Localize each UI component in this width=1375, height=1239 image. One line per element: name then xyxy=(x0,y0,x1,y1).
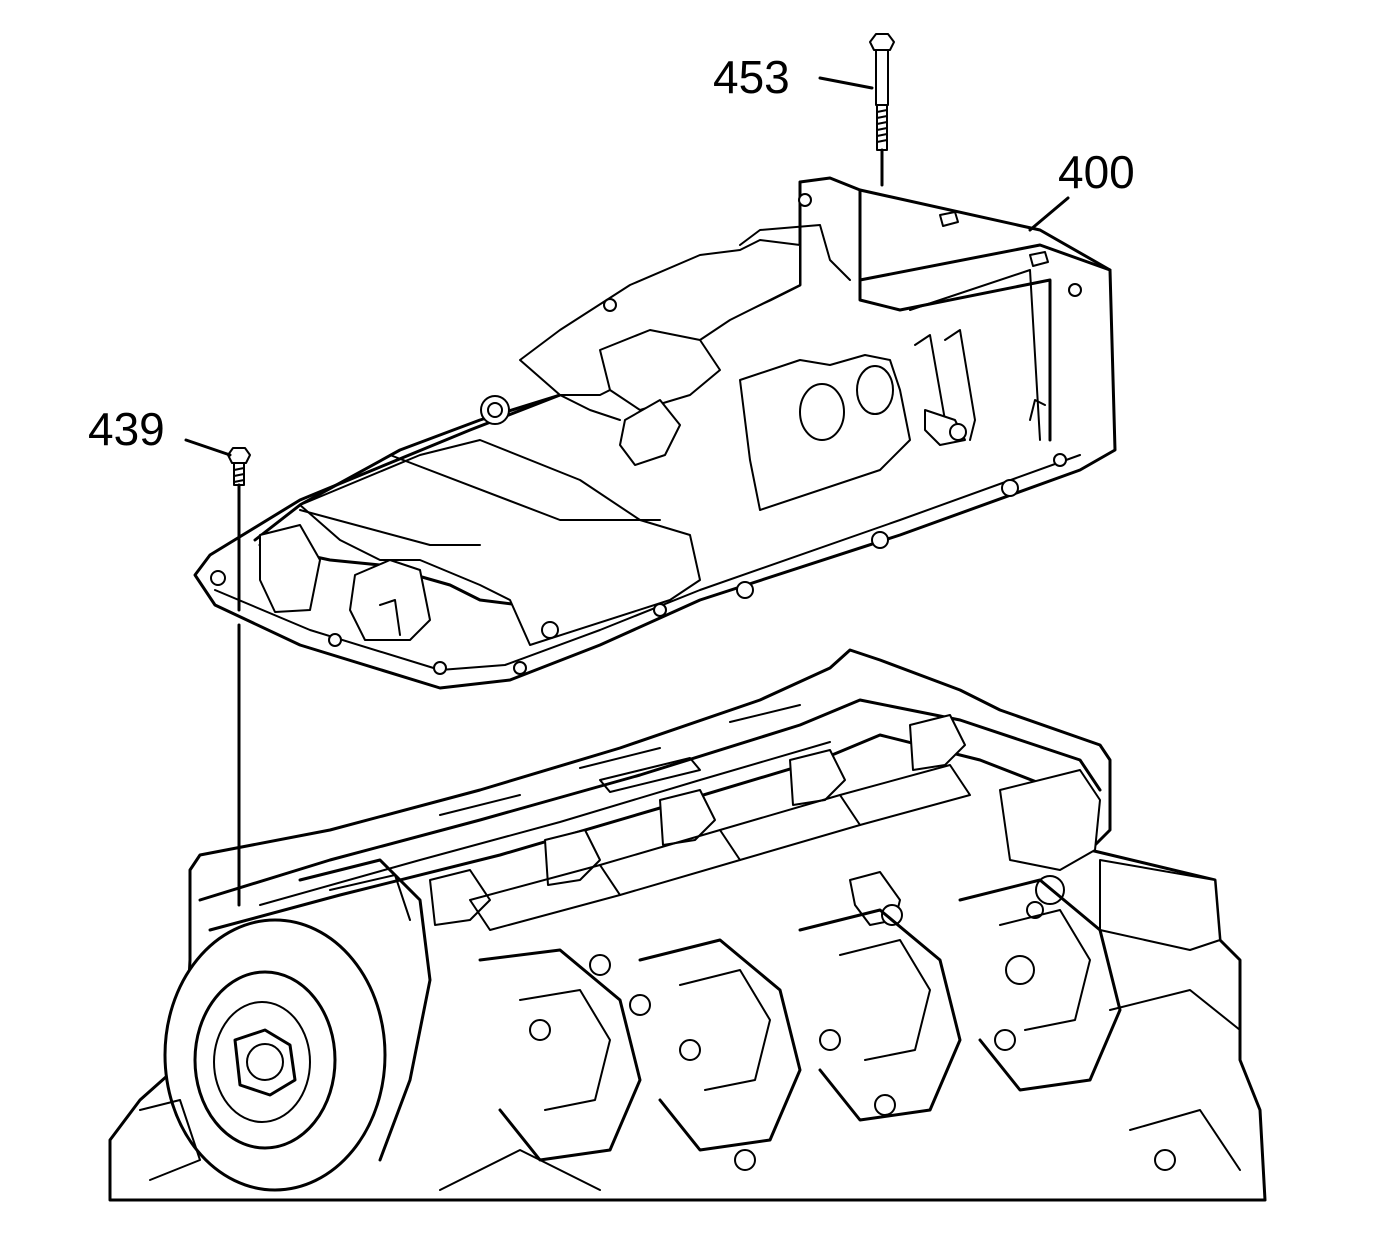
callout-453-leader xyxy=(818,76,874,90)
block-bolt-heads xyxy=(529,954,1176,1171)
oil-pan xyxy=(193,176,1117,690)
oil-pan-bolt-holes xyxy=(210,193,1082,675)
callout-439-leader xyxy=(184,438,232,457)
bolt-439 xyxy=(227,447,251,907)
callout-439-label: 439 xyxy=(88,403,165,455)
callout-453-label: 453 xyxy=(713,51,790,103)
engine-block xyxy=(108,648,1267,1202)
crankshaft-balancer xyxy=(163,918,387,1192)
bolt-453 xyxy=(869,33,895,187)
callout-400-label: 400 xyxy=(1058,146,1135,198)
callout-453: 453 xyxy=(713,51,874,103)
callout-400-leader xyxy=(1028,196,1070,232)
bearing-caps xyxy=(429,714,966,926)
callout-400: 400 xyxy=(1028,146,1135,232)
callout-439: 439 xyxy=(88,403,232,457)
